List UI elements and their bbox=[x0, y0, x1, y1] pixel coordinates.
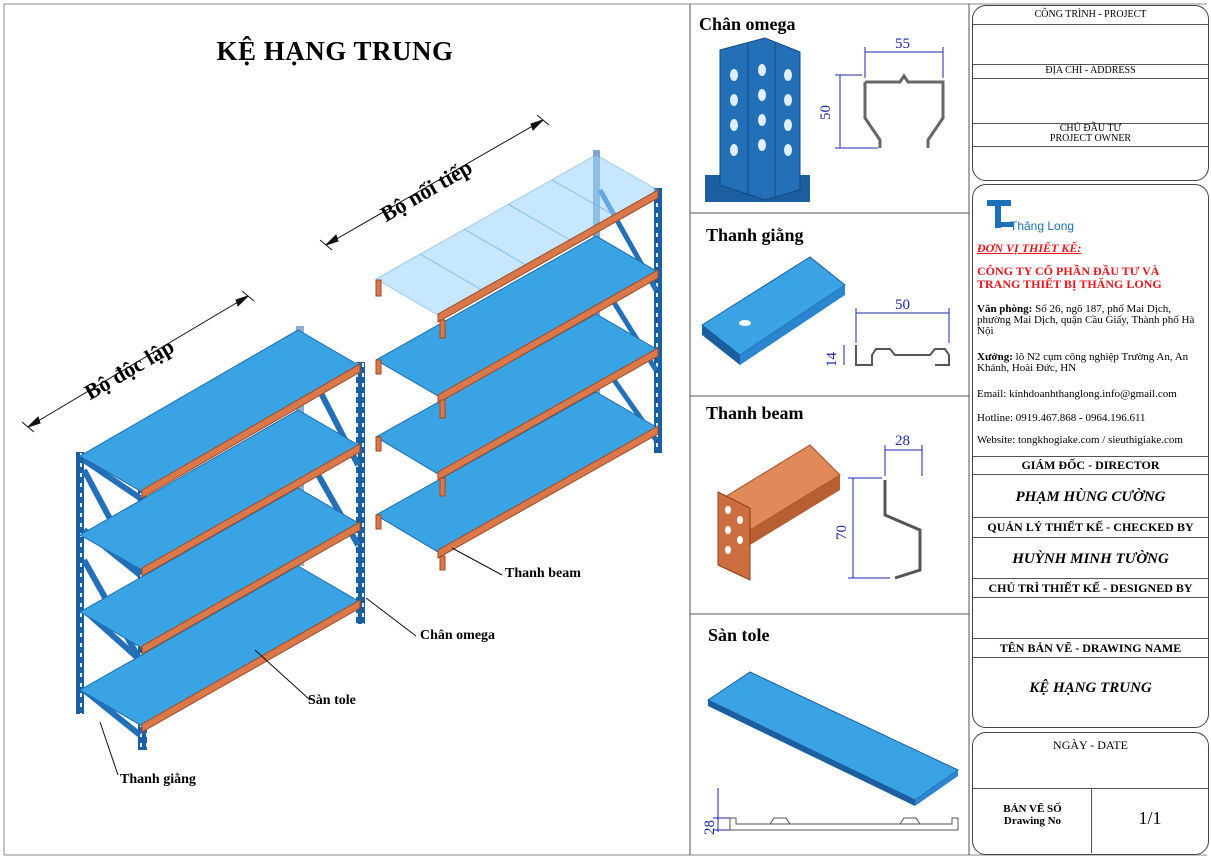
beam-dim-width: 28 bbox=[895, 433, 910, 449]
checked-by-name: HUỲNH MINH TƯỜNG bbox=[1012, 551, 1169, 567]
rack-illustration bbox=[21, 114, 662, 776]
beam-dim-height: 70 bbox=[834, 525, 850, 540]
company-website: Website: tongkhogiake.com / sieuthigiake… bbox=[977, 434, 1183, 446]
omega-title: Chân omega bbox=[699, 14, 796, 34]
company-logo-icon bbox=[987, 200, 1013, 228]
independent-rack bbox=[76, 326, 365, 750]
dimension-independent bbox=[21, 290, 255, 433]
date-box bbox=[972, 732, 1209, 855]
office-address: Văn phòng: Số 26, ngõ 187, phố Mai Dịch,… bbox=[977, 303, 1195, 337]
company-logo-text: Thăng Long bbox=[1010, 219, 1075, 233]
label-omega: Chân omega bbox=[420, 628, 496, 643]
drawing-name-label: TÊN BẢN VẼ - DRAWING NAME bbox=[999, 641, 1182, 655]
drawing-no-label-vn: BẢN VẼ SỐ bbox=[1003, 803, 1062, 815]
omega-dim-height: 50 bbox=[818, 105, 834, 120]
designed-by-label: CHỦ TRÌ THIẾT KẾ - DESIGNED BY bbox=[988, 581, 1193, 595]
label-beam: Thanh beam bbox=[505, 566, 581, 581]
project-label: CÔNG TRÌNH - PROJECT bbox=[1034, 9, 1147, 20]
company-name-line1: CÔNG TY CỔ PHẦN ĐẦU TƯ VÀ bbox=[977, 264, 1160, 278]
company-email: Email: kinhdoanhthanglong.info@gmail.com bbox=[977, 388, 1177, 400]
factory-address: Xưởng: lô N2 cụm công nghiệp Trường An, … bbox=[977, 351, 1189, 374]
checked-by-label: QUẢN LÝ THIẾT KẾ - CHECKED BY bbox=[987, 520, 1194, 534]
director-label: GIÁM ĐỐC - DIRECTOR bbox=[1021, 458, 1160, 472]
drawing-no-label-en: Drawing No bbox=[1003, 815, 1062, 827]
project-box bbox=[972, 5, 1209, 181]
brace-dim-width: 50 bbox=[895, 297, 910, 313]
brace-dim-height: 14 bbox=[824, 352, 840, 368]
company-name-line2: TRANG THIẾT BỊ THĂNG LONG bbox=[977, 277, 1162, 291]
beam-drawing: 28 70 bbox=[717, 433, 923, 581]
owner-label-vn: CHỦ ĐẦU TƯ bbox=[1059, 123, 1122, 134]
drawing-no-value: 1/1 bbox=[1138, 808, 1162, 828]
omega-dim-width: 55 bbox=[895, 36, 910, 52]
omega-drawing: 55 50 bbox=[705, 36, 945, 202]
drawing-name: KỆ HẠNG TRUNG bbox=[1029, 680, 1152, 696]
dimension-extension bbox=[319, 114, 550, 251]
director-name: PHẠM HÙNG CƯỜNG bbox=[1015, 489, 1166, 505]
date-label: NGÀY - DATE bbox=[1053, 738, 1128, 752]
design-unit-label: ĐƠN VỊ THIẾT KẾ: bbox=[977, 241, 1082, 255]
deck-drawing: 28 bbox=[702, 671, 959, 835]
label-brace: Thanh giằng bbox=[120, 772, 196, 787]
brace-title: Thanh giằng bbox=[706, 225, 804, 245]
deck-dim-height: 28 bbox=[702, 820, 718, 835]
owner-label-en: PROJECT OWNER bbox=[1049, 133, 1132, 144]
label-deck: Sàn tole bbox=[308, 693, 356, 708]
beam-title: Thanh beam bbox=[706, 403, 804, 423]
company-hotline: Hotline: 0919.467.868 - 0964.196.611 bbox=[977, 412, 1146, 424]
deck-title: Sàn tole bbox=[708, 625, 770, 645]
brace-drawing: 50 14 bbox=[701, 256, 950, 368]
drawing-title: KỆ HẠNG TRUNG bbox=[216, 36, 454, 66]
address-label: ĐỊA CHỈ - ADDRESS bbox=[1045, 65, 1136, 76]
extension-rack bbox=[374, 150, 662, 571]
